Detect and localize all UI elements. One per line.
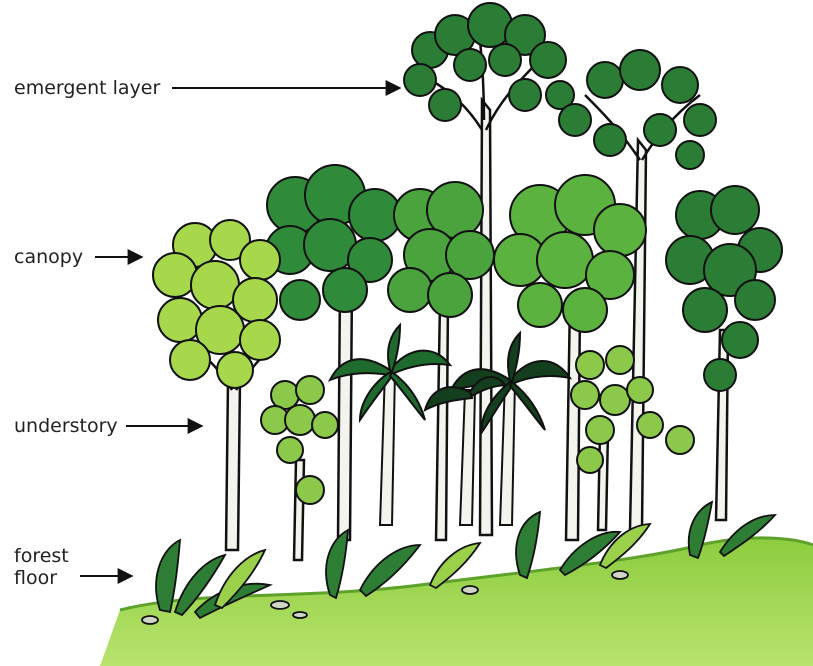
forest-floor-label-line1: forest [14,545,69,567]
palm-trees [330,325,570,525]
emergent-layer-label: emergent layer [14,77,160,99]
canopy-label: canopy [14,246,83,268]
forest-floor-label: forest floor [14,545,69,589]
understory-label: understory [14,415,118,437]
forest-floor-label-line2: floor [14,567,69,589]
emergent-crown [404,3,574,121]
light-green-tree [153,220,280,388]
